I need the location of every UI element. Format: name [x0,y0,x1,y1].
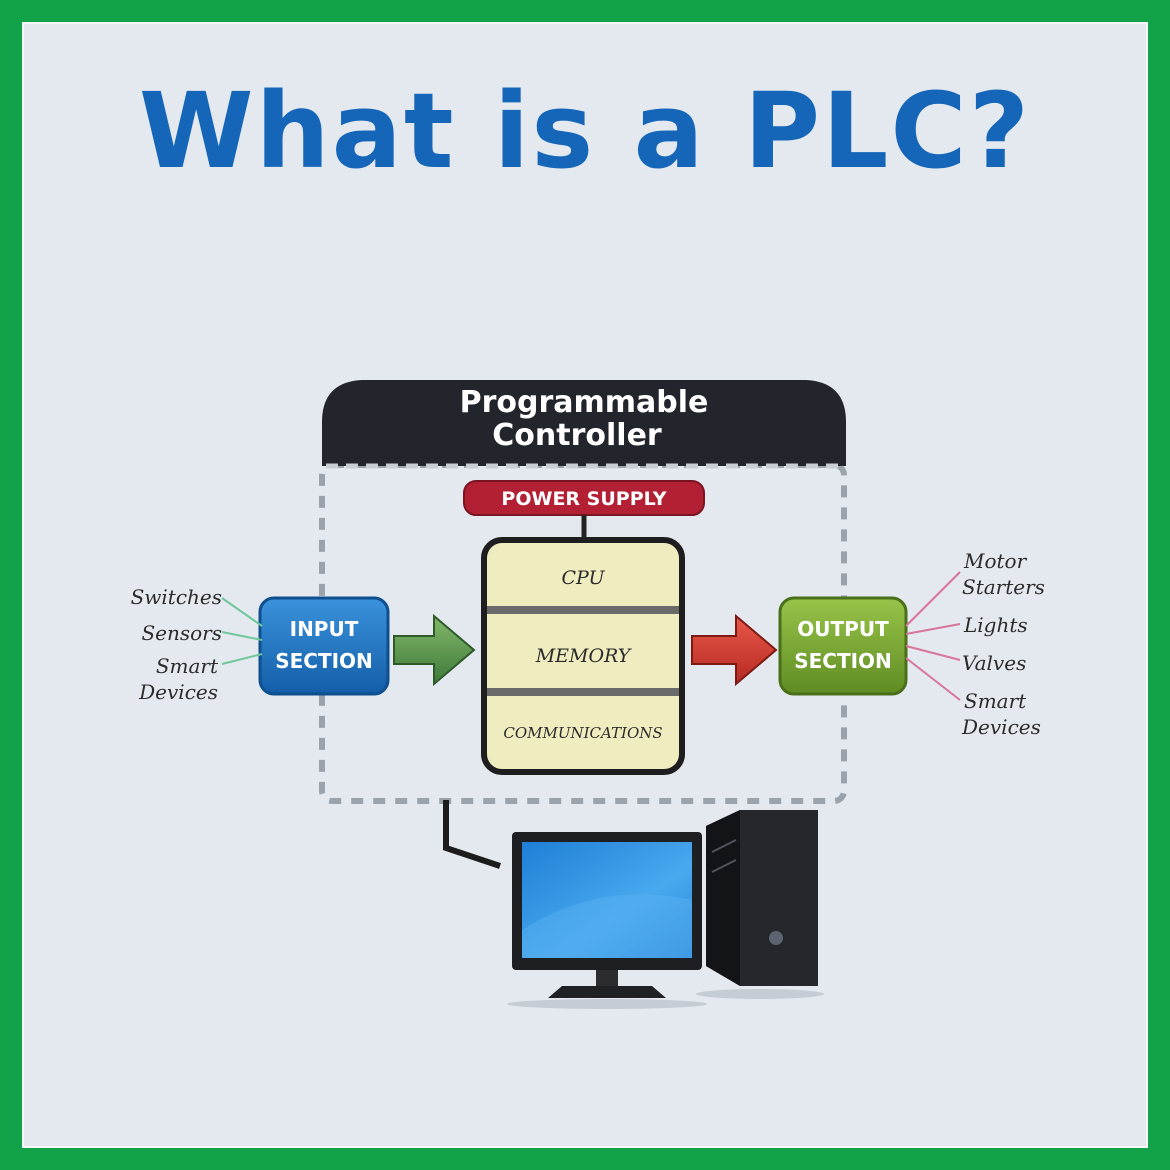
input-smart-line1: Smart [156,654,219,678]
output-section-line2: SECTION [794,649,892,673]
input-switches: Switches [131,585,222,609]
output-motor-line1: Motor [963,549,1028,573]
input-section-line2: SECTION [275,649,373,673]
output-lights: Lights [963,613,1028,637]
output-section: OUTPUT SECTION [778,596,908,696]
cpu-label: CPU [561,567,605,589]
output-section-line1: OUTPUT [797,617,889,641]
input-wires [221,597,263,665]
controller-header-line1: Programmable [460,385,709,420]
output-smart-line1: Smart [964,689,1027,713]
controller-header-line2: Controller [492,418,662,453]
input-section-line1: INPUT [290,617,359,641]
communications-label: COMMUNICATIONS [503,724,662,742]
programming-cable [443,800,501,869]
input-sensors: Sensors [141,621,222,645]
input-smart-line2: Devices [138,680,218,704]
page-title: What is a PLC? [138,70,1032,192]
output-valves: Valves [962,651,1026,675]
memory-label: MEMORY [535,645,633,667]
controller-header: Programmable Controller [322,380,846,469]
output-motor-line2: Starters [962,575,1045,599]
computer-icon [507,810,824,1009]
cpu-block: CPU MEMORY COMMUNICATIONS [481,537,685,775]
arrow-right-icon [691,613,778,687]
power-supply-label: POWER SUPPLY [501,488,666,510]
arrow-right-icon [393,613,476,687]
power-supply: POWER SUPPLY [463,480,705,516]
input-section: INPUT SECTION [258,596,390,696]
output-wires [905,571,961,701]
output-smart-line2: Devices [961,715,1041,739]
